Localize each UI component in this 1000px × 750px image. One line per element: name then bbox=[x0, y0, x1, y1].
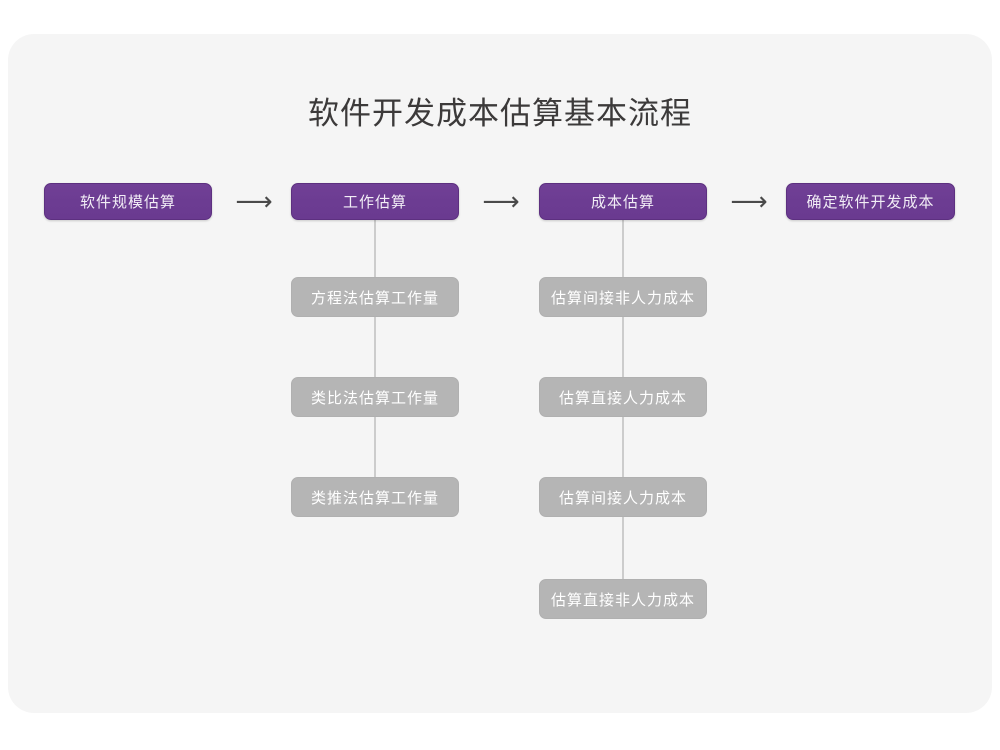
arrow-right-icon-1: ⟶ bbox=[226, 188, 282, 216]
arrow-glyph-2: ⟶ bbox=[482, 187, 520, 217]
substep-label-stage3-1: 估算间接非人力成本 bbox=[550, 289, 695, 307]
substep-label-stage2-1: 方程法估算工作量 bbox=[310, 289, 439, 307]
substep-node-stage3-2[interactable]: 估算直接人力成本 bbox=[539, 377, 707, 417]
arrow-right-icon-2: ⟶ bbox=[473, 188, 529, 216]
substep-node-stage3-4[interactable]: 估算直接非人力成本 bbox=[539, 579, 707, 619]
diagram-panel bbox=[8, 34, 992, 713]
substep-node-stage2-1[interactable]: 方程法估算工作量 bbox=[291, 277, 459, 317]
arrow-glyph-1: ⟶ bbox=[235, 187, 273, 217]
stage-node-4-label: 确定软件开发成本 bbox=[806, 194, 935, 211]
substep-label-stage2-3: 类推法估算工作量 bbox=[310, 489, 439, 507]
substep-node-stage2-2[interactable]: 类比法估算工作量 bbox=[291, 377, 459, 417]
substep-node-stage3-1[interactable]: 估算间接非人力成本 bbox=[539, 277, 707, 317]
stage-node-1-label: 软件规模估算 bbox=[79, 194, 176, 211]
substep-label-stage2-2: 类比法估算工作量 bbox=[310, 389, 439, 407]
arrow-glyph-3: ⟶ bbox=[730, 187, 768, 217]
substep-label-stage3-3: 估算间接人力成本 bbox=[558, 489, 687, 507]
stage-node-3[interactable]: 成本估算 bbox=[539, 183, 707, 220]
substep-node-stage3-3[interactable]: 估算间接人力成本 bbox=[539, 477, 707, 517]
substep-node-stage2-3[interactable]: 类推法估算工作量 bbox=[291, 477, 459, 517]
stage-node-1[interactable]: 软件规模估算 bbox=[44, 183, 212, 220]
substep-label-stage3-4: 估算直接非人力成本 bbox=[550, 591, 695, 609]
connector-line-stage-2 bbox=[374, 219, 376, 499]
stage-node-3-label: 成本估算 bbox=[590, 194, 655, 211]
page-title: 软件开发成本估算基本流程 bbox=[308, 96, 692, 131]
stage-node-2[interactable]: 工作估算 bbox=[291, 183, 459, 220]
stage-node-4[interactable]: 确定软件开发成本 bbox=[786, 183, 955, 220]
arrow-right-icon-3: ⟶ bbox=[721, 188, 777, 216]
substep-label-stage3-2: 估算直接人力成本 bbox=[558, 389, 687, 407]
stage-node-2-label: 工作估算 bbox=[342, 194, 407, 211]
